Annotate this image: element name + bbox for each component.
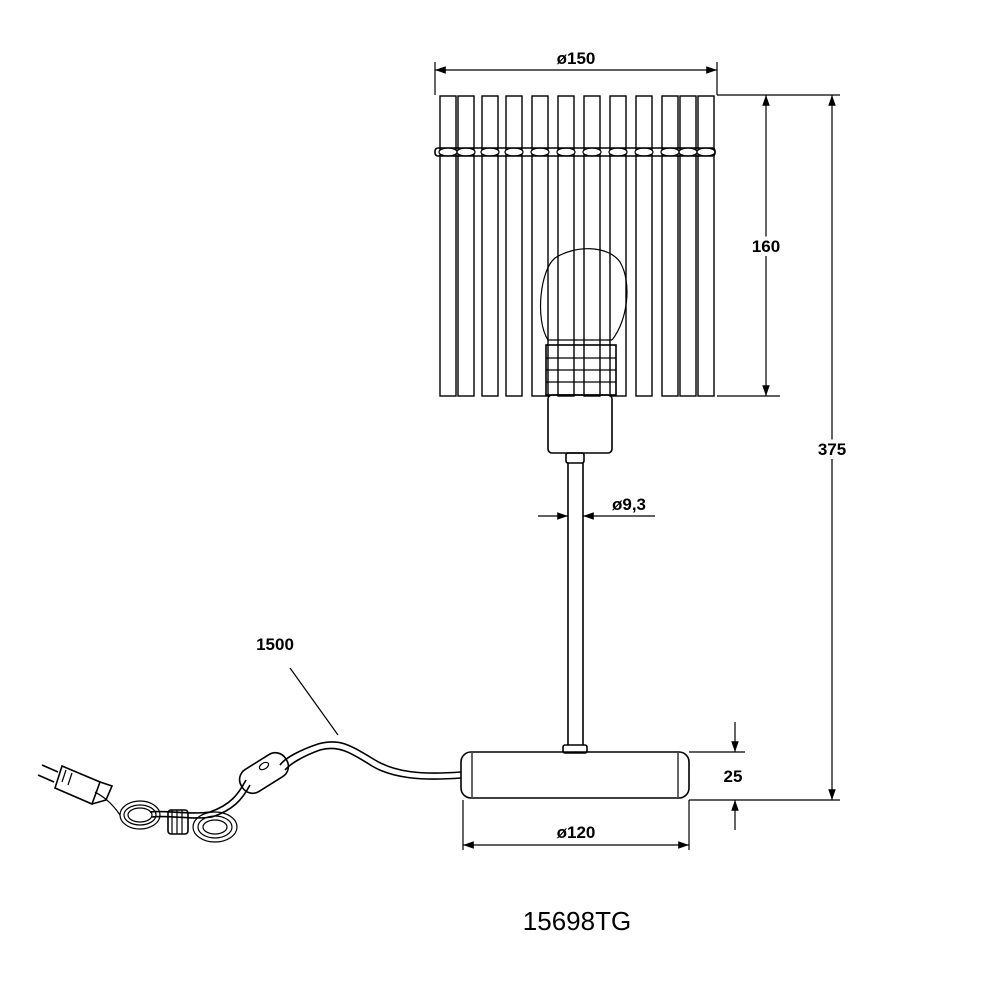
- dimension-cable-length: 1500: [256, 635, 339, 736]
- shade-slat: [635, 95, 653, 397]
- dimension-total-height: 375: [689, 95, 850, 801]
- total-height-label: 375: [818, 440, 846, 459]
- lamp-socket: [545, 344, 617, 454]
- lamp-stem: [562, 452, 588, 754]
- shade-slat: [609, 95, 627, 397]
- dimension-base-height: 25: [689, 722, 745, 830]
- lamp-base: [460, 751, 690, 799]
- slat-bead: [678, 147, 698, 157]
- slat-bead: [438, 147, 458, 157]
- power-plug: [37, 764, 114, 806]
- slat-bead: [480, 147, 500, 157]
- bulb: [539, 248, 628, 341]
- slat-bead: [660, 147, 680, 157]
- slat-bead: [696, 147, 716, 157]
- shade-diameter-label: ø150: [557, 49, 596, 68]
- shade-slat: [661, 95, 679, 397]
- cable-length-label: 1500: [256, 635, 294, 654]
- shade-ring: [434, 147, 716, 157]
- product-code: 15698TG: [523, 906, 631, 936]
- slat-bead: [608, 147, 628, 157]
- shade-height-label: 160: [752, 237, 780, 256]
- slat-bead: [504, 147, 524, 157]
- shade-slats: [438, 95, 716, 397]
- dimension-stem-diameter: ø9,3: [538, 495, 655, 520]
- stem-diameter-label: ø9,3: [612, 495, 646, 514]
- base-diameter-label: ø120: [557, 823, 596, 842]
- dimension-base-diameter: ø120: [462, 800, 690, 850]
- dimension-shade-height: 160: [717, 94, 840, 397]
- dimension-shade-diameter: ø150: [434, 49, 718, 95]
- lamp-shade: [434, 95, 716, 454]
- slat-bead: [582, 147, 602, 157]
- shade-slat: [481, 95, 499, 397]
- slat-bead: [456, 147, 476, 157]
- shade-slat: [679, 95, 697, 397]
- shade-slat: [439, 95, 457, 397]
- base-height-label: 25: [724, 767, 743, 786]
- slat-bead: [634, 147, 654, 157]
- shade-slat: [583, 95, 601, 397]
- shade-slat: [557, 95, 575, 397]
- slat-bead: [556, 147, 576, 157]
- power-cable: [149, 741, 462, 819]
- shade-slat: [531, 95, 549, 397]
- shade-slat: [505, 95, 523, 397]
- slat-bead: [530, 147, 550, 157]
- shade-slat: [697, 95, 715, 397]
- cable-switch: [238, 751, 290, 795]
- shade-slat: [457, 95, 475, 397]
